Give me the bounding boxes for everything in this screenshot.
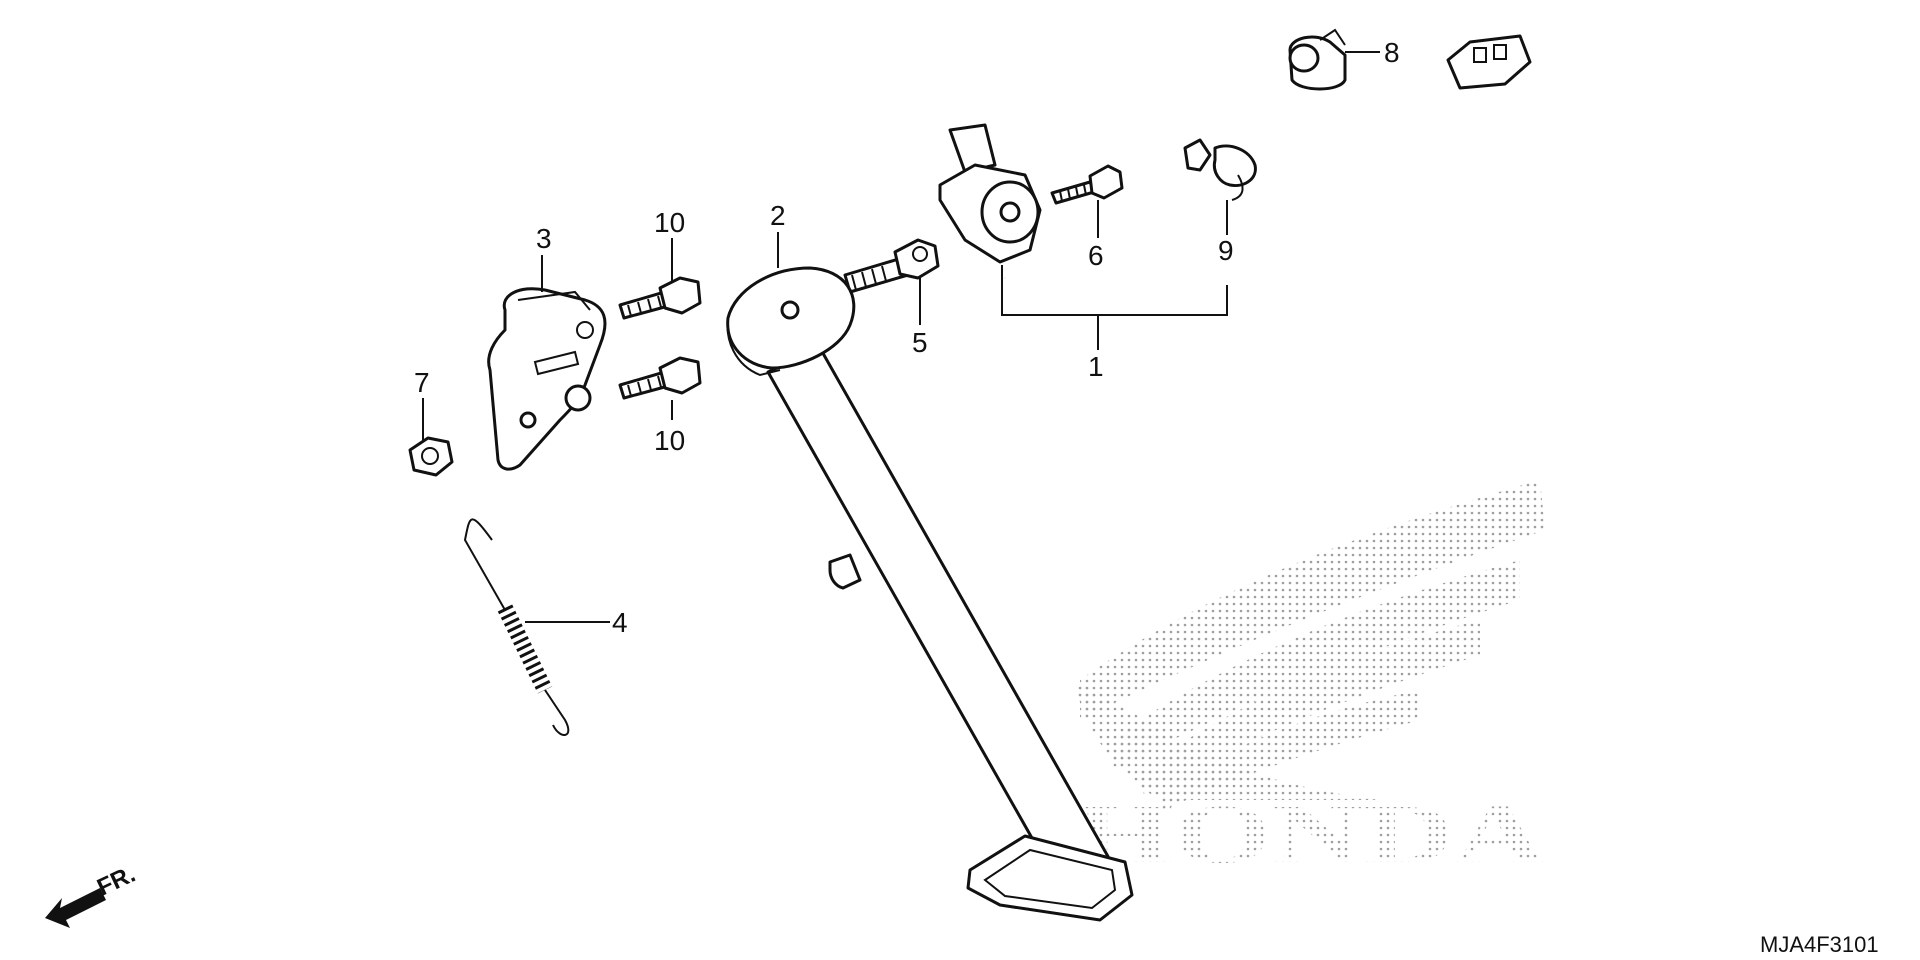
honda-watermark-text: HONDA bbox=[1075, 788, 1545, 881]
wire-clip bbox=[1183, 138, 1257, 201]
callout-2: 2 bbox=[770, 200, 786, 231]
side-stand-spring bbox=[463, 518, 570, 736]
side-stand-bracket bbox=[487, 287, 607, 471]
front-direction-indicator: FR. bbox=[45, 861, 140, 928]
callout-1: 1 bbox=[1088, 351, 1104, 382]
side-stand-switch bbox=[873, 34, 1532, 279]
callout-9: 9 bbox=[1218, 235, 1234, 266]
pivot-bolt bbox=[843, 238, 940, 294]
callout-4: 4 bbox=[612, 607, 628, 638]
callout-6: 6 bbox=[1088, 240, 1104, 271]
callout-3: 3 bbox=[536, 223, 552, 254]
flange-bolt-upper bbox=[618, 276, 702, 320]
callout-8: 8 bbox=[1384, 37, 1400, 68]
callout-10-upper: 10 bbox=[654, 207, 685, 238]
honda-wing-watermark: HONDA bbox=[1075, 480, 1545, 881]
nut bbox=[408, 436, 454, 477]
flange-bolt-lower bbox=[618, 356, 702, 400]
drawing-code: MJA4F3101 bbox=[1760, 932, 1879, 957]
callout-7: 7 bbox=[414, 367, 430, 398]
callout-5: 5 bbox=[912, 327, 928, 358]
side-stand bbox=[726, 266, 1134, 922]
leader-lines bbox=[422, 51, 1380, 623]
switch-bolt bbox=[1050, 164, 1124, 205]
harness-clamp bbox=[1288, 28, 1347, 91]
direction-arrow-icon bbox=[45, 888, 106, 928]
callout-10-lower: 10 bbox=[654, 425, 685, 456]
